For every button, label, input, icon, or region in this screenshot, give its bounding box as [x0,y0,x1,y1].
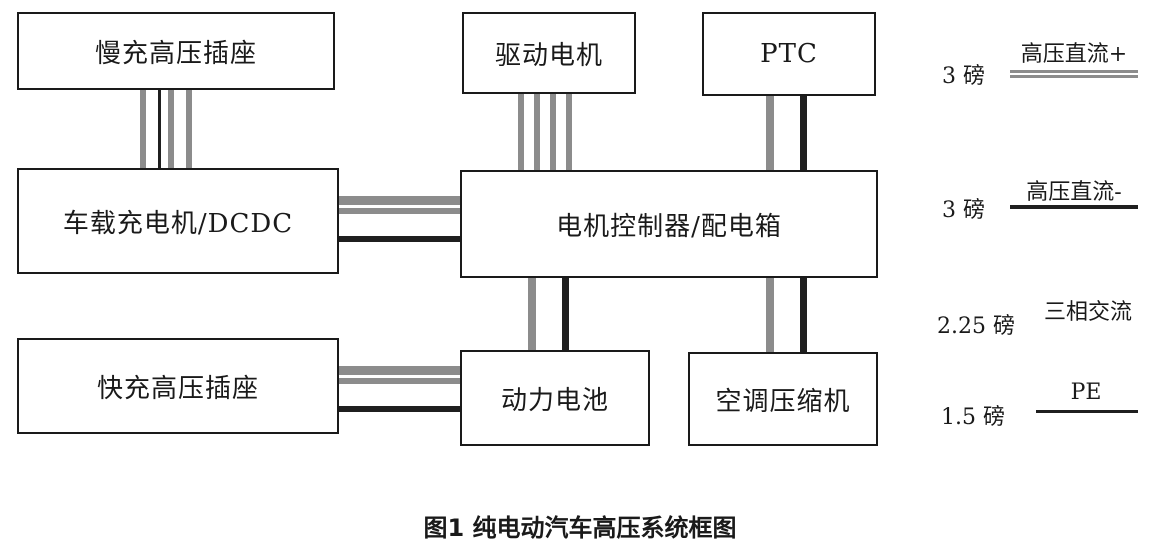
wire-ptc-to-controller [766,94,807,170]
legend-label-dc-negative: 高压直流- [1026,180,1122,205]
legend-weight-dc-positive: 3 磅 [942,64,985,89]
legend-label-pe: PE [1070,380,1102,405]
charger-dcdc-block: 车载充电机/DCDC [17,168,339,274]
battery-label: 动力电池 [500,385,609,416]
wire-charger-to-controller [338,196,462,242]
ac-compressor-block: 空调压缩机 [688,352,878,446]
fast-charge-socket-label: 快充高压插座 [96,373,259,404]
wire-motor-to-controller [518,92,572,170]
battery-block: 动力电池 [460,350,650,446]
wire-controller-to-battery [528,276,569,350]
drive-motor-label: 驱动电机 [494,40,603,71]
legend-weight-pe: 1.5 磅 [941,405,1005,430]
fast-charge-socket-block: 快充高压插座 [17,338,339,434]
wire-fast-to-battery [338,366,462,412]
slow-charge-socket-label: 慢充高压插座 [94,38,257,69]
legend-label-dc-positive: 高压直流+ [1020,42,1128,67]
charger-dcdc-label: 车载充电机/DCDC [62,208,294,239]
drive-motor-block: 驱动电机 [462,12,636,94]
wire-controller-to-ac [766,276,807,352]
legend-line-dc-negative [1010,205,1138,209]
ac-compressor-label: 空调压缩机 [715,386,851,417]
legend-weight-dc-negative: 3 磅 [942,198,985,223]
ptc-label: PTC [760,39,818,69]
legend-weight-three-phase: 2.25 磅 [937,314,1015,339]
legend-line-dc-positive [1010,70,1138,78]
wire-slow-to-charger [140,88,192,168]
figure-caption: 图1 纯电动汽车高压系统框图 [423,514,737,542]
legend-line-pe [1036,410,1138,413]
motor-controller-label: 电机控制器/配电箱 [556,211,782,242]
legend-label-three-phase: 三相交流 [1043,300,1132,325]
slow-charge-socket-block: 慢充高压插座 [17,12,335,90]
motor-controller-block: 电机控制器/配电箱 [460,170,878,278]
ptc-block: PTC [702,12,876,96]
